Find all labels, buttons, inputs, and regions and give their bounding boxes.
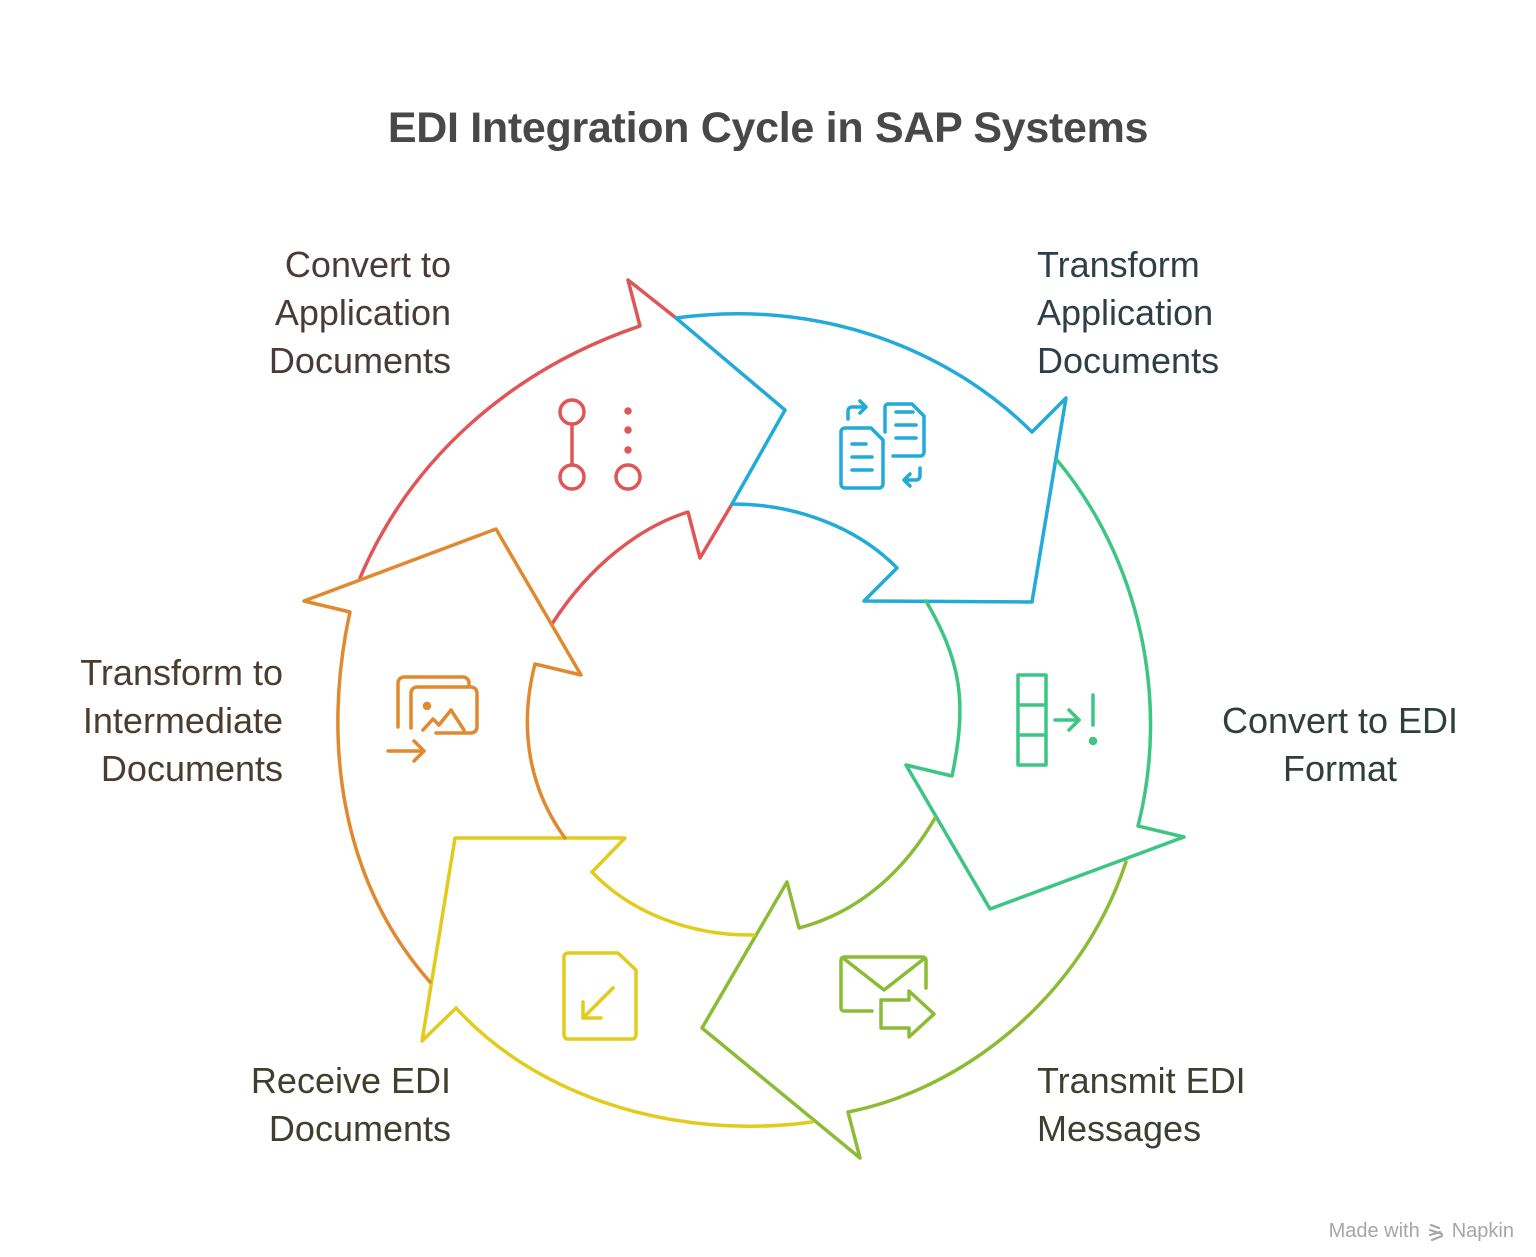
label-line: Application: [274, 292, 451, 333]
label-line: Documents: [100, 748, 283, 789]
cycle-arrow-transmit-edi: [700, 816, 1128, 1160]
label-line: Convert to EDI: [1221, 700, 1459, 741]
label-line: Convert to: [284, 244, 451, 285]
step-label-transform-intermediate: Transform to Intermediate Documents: [80, 649, 283, 793]
cycle-arrow-convert-to-edi: [904, 458, 1186, 911]
label-line: Documents: [1037, 340, 1220, 381]
label-line: Documents: [268, 1108, 451, 1149]
documents-swap-icon: [839, 399, 926, 490]
step-label-transform-application: Transform Application Documents: [1037, 241, 1219, 385]
footer-brand: Napkin: [1451, 1220, 1514, 1242]
step-label-receive-edi: Receive EDI Documents: [251, 1057, 451, 1153]
table-arrow-exclamation-icon: [1016, 673, 1098, 767]
images-import-icon: [386, 675, 479, 763]
step-label-convert-to-edi: Convert to EDI Format: [1205, 697, 1475, 793]
label-line: Receive EDI: [250, 1060, 451, 1101]
label-line: Application: [1037, 292, 1214, 333]
footer-prefix: Made with: [1328, 1220, 1420, 1242]
label-line: Messages: [1037, 1108, 1202, 1149]
cycle-arrow-transform-intermediate: [302, 527, 583, 984]
diagram-title: EDI Integration Cycle in SAP Systems: [387, 104, 1149, 152]
label-line: Transmit EDI: [1037, 1060, 1246, 1101]
label-line: Intermediate: [82, 700, 283, 741]
cycle-arrow-receive-edi: [420, 836, 814, 1128]
cycle-arrow-transform-application: [674, 311, 1068, 604]
label-line: Transform to: [80, 652, 283, 693]
step-label-transmit-edi: Transmit EDI Messages: [1037, 1057, 1246, 1153]
napkin-logo-icon: [1428, 1223, 1443, 1241]
envelope-send-icon: [839, 955, 936, 1039]
made-with-napkin-badge[interactable]: Made with Napkin: [1329, 1220, 1514, 1243]
label-line: Format: [1282, 748, 1397, 789]
cycle-arrow-convert-to-application: [358, 278, 734, 626]
step-label-convert-to-application: Convert to Application Documents: [269, 241, 451, 385]
label-line: Transform: [1037, 244, 1200, 285]
branch-nodes-icon: [558, 398, 642, 491]
label-line: Documents: [268, 340, 451, 381]
file-import-icon: [562, 951, 638, 1041]
